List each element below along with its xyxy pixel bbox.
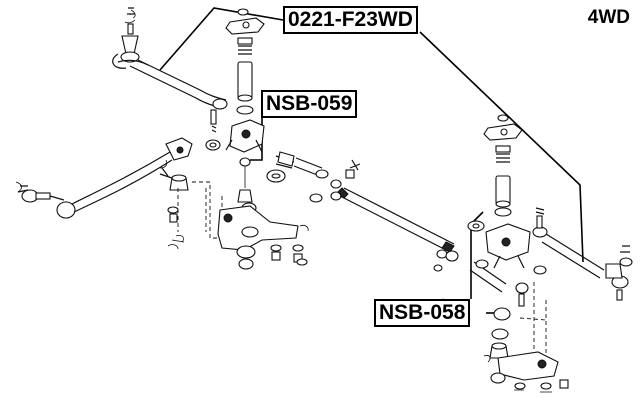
- idler-arm-stack: [225, 8, 265, 214]
- leader-0221-right: [419, 31, 584, 263]
- right-lower-rod: [433, 249, 529, 321]
- center-bushings: [169, 139, 286, 191]
- right-tie-rod: [532, 207, 633, 301]
- part-label-0221-f23wd[interactable]: 0221-F23WD: [283, 6, 418, 34]
- left-tie-rod: [129, 59, 228, 133]
- right-lower-arm: [483, 328, 569, 393]
- right-assembly-guides: [519, 282, 547, 362]
- leader-0221-left: [159, 7, 284, 71]
- part-label-nsb-059[interactable]: NSB-059: [261, 90, 358, 118]
- center-link: [275, 151, 455, 253]
- leader-nsb059: [250, 104, 263, 161]
- lower-idler-arm: [171, 205, 308, 270]
- leader-lines: [159, 7, 584, 314]
- drive-type-label: 4WD: [587, 7, 630, 28]
- left-tie-rod-end: [112, 7, 149, 69]
- fasteners: [167, 206, 449, 305]
- left-relay-rod: [15, 137, 193, 219]
- part-label-nsb-058[interactable]: NSB-058: [374, 299, 471, 327]
- right-idler-stack: [467, 114, 531, 269]
